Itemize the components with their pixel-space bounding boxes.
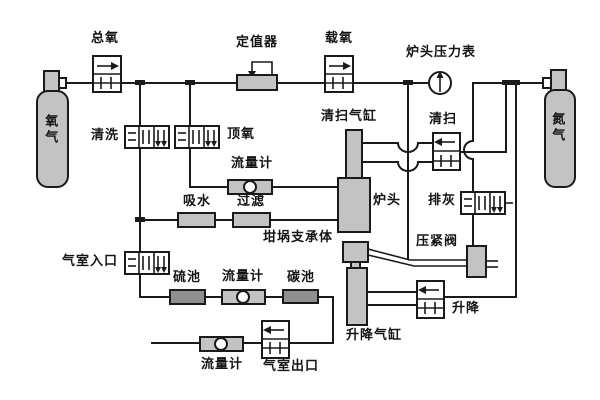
filter-body: [232, 212, 271, 228]
compression-valve-body: [466, 245, 487, 278]
label-flow-meter-2: 流量计: [221, 268, 264, 283]
label-furnace-head-pressure-gauge: 炉头压力表: [405, 44, 476, 59]
constant-value-device-body: [236, 74, 278, 91]
nitrogen-cylinder: [542, 69, 576, 188]
gas-chamber-inlet-valve: [124, 251, 170, 275]
furnace-head-body: [337, 177, 371, 233]
ash-discharge-valve: [460, 191, 513, 215]
gas-chamber-outlet-valve: [261, 320, 290, 359]
sulfur-cell-body: [169, 289, 206, 305]
water-absorber-body: [177, 212, 216, 228]
label-nitrogen-cylinder: 氮气: [550, 112, 566, 144]
label-sweep: 清扫: [428, 111, 457, 126]
label-top-oxygen: 顶氧: [226, 126, 255, 141]
top-oxygen-valve: [174, 125, 220, 149]
carbon-cell-body: [282, 289, 319, 304]
label-flow-meter-3: 流量计: [200, 356, 243, 371]
oxygen-cylinder: [36, 70, 69, 188]
label-carrier-oxygen: 载氧: [324, 30, 353, 45]
label-total-oxygen: 总氧: [90, 30, 119, 45]
label-filter: 过滤: [236, 193, 265, 208]
purge-valve: [124, 125, 170, 149]
flow-meter-3-symbol: [199, 336, 244, 352]
label-flow-meter-1: 流量计: [230, 155, 273, 170]
label-water-absorber: 吸水: [182, 193, 211, 208]
label-crucible-support: 坩埚支承体: [262, 229, 333, 244]
sweep-valve: [432, 132, 461, 171]
label-furnace-head: 炉头: [372, 192, 401, 207]
label-gas-chamber-inlet: 气室入口: [61, 253, 118, 268]
flow-meter-1-symbol: [227, 179, 273, 195]
label-compression-valve: 压紧阀: [415, 233, 458, 248]
lift-valve: [416, 280, 445, 319]
label-oxygen-cylinder: 氧气: [43, 114, 59, 146]
lift-cylinder-body: [346, 267, 368, 326]
label-sweep-cylinder: 清扫气缸: [320, 108, 377, 123]
label-constant-value-device: 定值器: [235, 34, 278, 49]
crucible-support-body: [342, 241, 369, 269]
sweep-cylinder-body: [345, 129, 363, 179]
carrier-oxygen-valve: [324, 55, 354, 93]
furnace-head-pressure-gauge-symbol: [428, 71, 452, 95]
label-gas-chamber-outlet: 气室出口: [262, 358, 319, 373]
label-lift: 升降: [451, 300, 480, 315]
label-carbon-cell: 碳池: [286, 269, 315, 284]
label-ash-discharge: 排灰: [427, 192, 456, 207]
label-sulfur-cell: 硫池: [172, 269, 201, 284]
label-purge: 清洗: [90, 127, 119, 142]
flow-meter-2-symbol: [221, 289, 266, 305]
label-lift-cylinder: 升降气缸: [345, 327, 402, 342]
total-oxygen-valve: [92, 55, 122, 93]
